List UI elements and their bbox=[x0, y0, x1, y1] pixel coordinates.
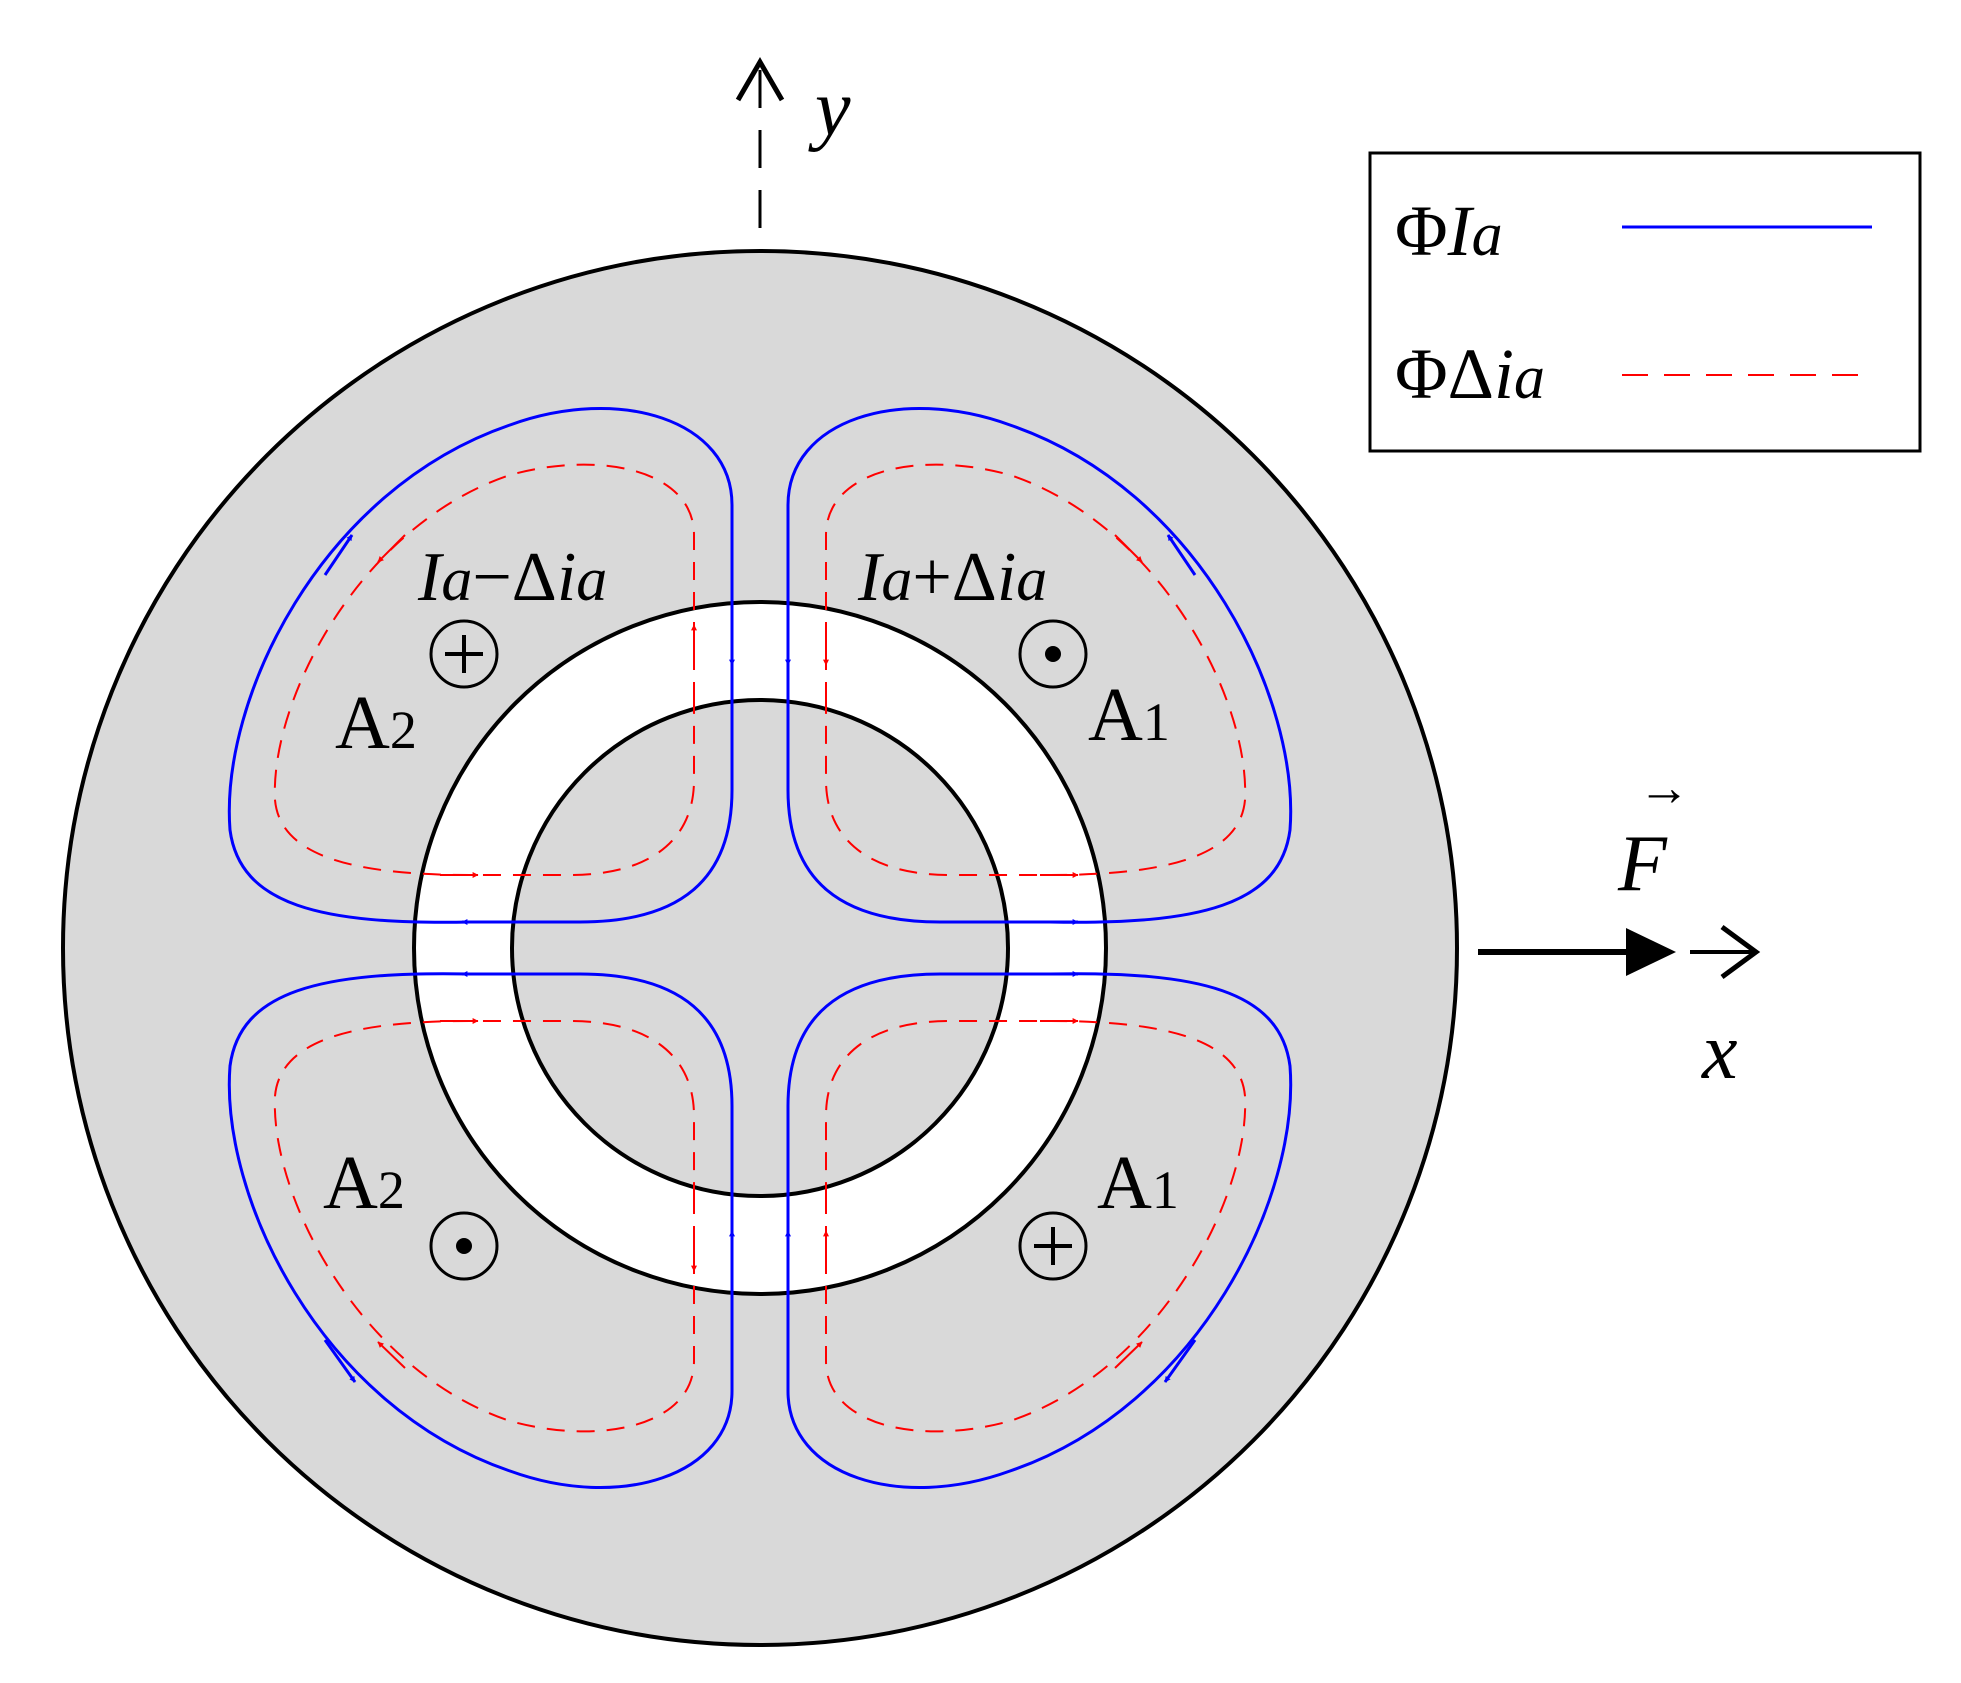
force-vector-arrow: → bbox=[1638, 760, 1690, 817]
x-axis-arrowhead bbox=[1720, 924, 1761, 980]
bias-flux-top-left bbox=[227, 406, 734, 924]
legend-box bbox=[1368, 151, 1922, 453]
bias-flux-bottom-left bbox=[227, 972, 734, 1490]
control-flux-top-left bbox=[273, 463, 695, 876]
x-axis-label: x bbox=[1701, 1008, 1738, 1096]
coil-label-bottom-right: A1 bbox=[1097, 1141, 1179, 1225]
force-label: F bbox=[1617, 820, 1668, 908]
bias-flux-arrows bbox=[323, 534, 1197, 1383]
current-out-of-page-icon-top-right bbox=[1018, 619, 1088, 689]
rotor-circle bbox=[510, 698, 1010, 1198]
legend-label-bias-flux: ΦIa bbox=[1395, 191, 1503, 271]
control-flux-arrows bbox=[377, 534, 1143, 1369]
force-arrowhead bbox=[1626, 928, 1676, 976]
legend: ΦIa ΦΔia bbox=[1368, 151, 1922, 453]
control-flux-top-right bbox=[825, 463, 1247, 876]
current-out-of-page-icon-bottom-left bbox=[429, 1211, 499, 1281]
blue-arrow-top-right-loop bbox=[1166, 534, 1197, 576]
control-flux-bottom-left bbox=[273, 1020, 695, 1433]
current-into-page-icon-bottom-right bbox=[1018, 1211, 1088, 1281]
blue-arrow-bottom-right-loop bbox=[1163, 1339, 1197, 1383]
current-label-left: Ia−Δia bbox=[417, 539, 607, 616]
legend-label-control-flux: ΦΔia bbox=[1395, 334, 1545, 414]
current-label-right: Ia+Δia bbox=[857, 539, 1047, 616]
control-flux-bottom-right bbox=[825, 1020, 1247, 1433]
blue-arrow-bottom-left-loop bbox=[323, 1339, 357, 1383]
current-into-page-icon-top-left bbox=[429, 619, 499, 689]
bias-flux-top-right bbox=[786, 406, 1293, 924]
y-axis: y bbox=[735, 57, 851, 228]
coil-label-top-right: A1 bbox=[1088, 673, 1170, 757]
red-arrow-top-left-loop bbox=[377, 534, 406, 563]
bias-flux-paths bbox=[227, 406, 1293, 1490]
y-axis-label: y bbox=[808, 65, 851, 153]
red-arrow-bottom-left-loop bbox=[377, 1341, 406, 1369]
bias-flux-bottom-right bbox=[786, 972, 1293, 1490]
y-axis-arrowhead bbox=[735, 57, 785, 102]
coil-label-bottom-left: A2 bbox=[323, 1141, 405, 1225]
control-flux-paths bbox=[273, 463, 1247, 1433]
red-arrow-top-right-loop bbox=[1114, 534, 1143, 563]
coil-label-top-left: A2 bbox=[335, 681, 417, 765]
force-and-x-axis: → F x bbox=[1478, 760, 1761, 1096]
red-arrow-bottom-right-loop bbox=[1114, 1341, 1143, 1369]
blue-arrow-top-left-loop bbox=[323, 534, 354, 576]
